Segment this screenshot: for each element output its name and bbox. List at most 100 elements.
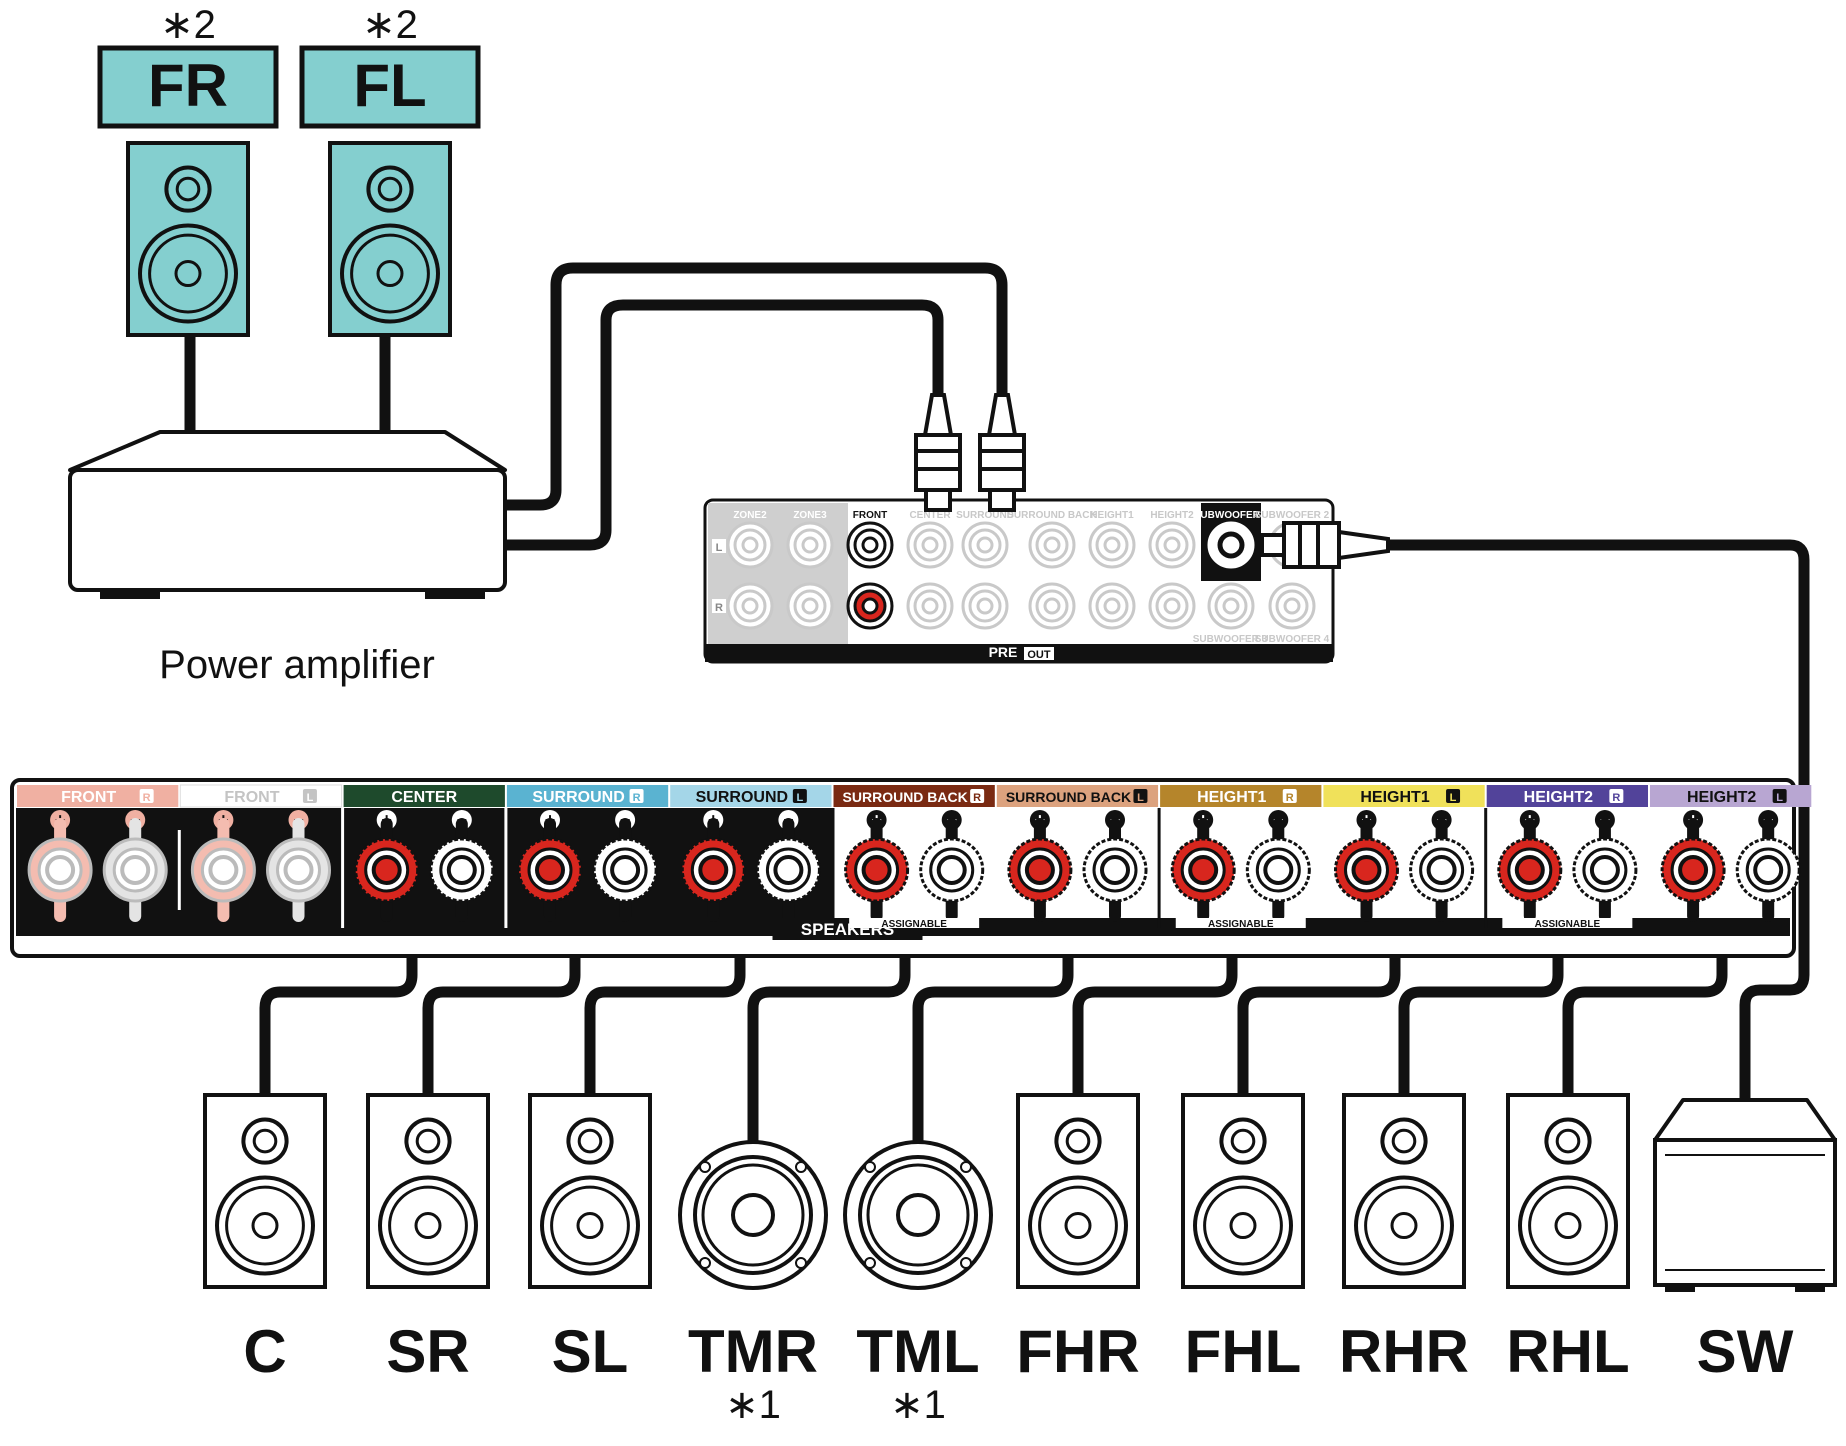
speaker-sl: SL: [528, 1093, 652, 1385]
terminal-negative: [429, 818, 495, 922]
woofer-ring: [1193, 1175, 1293, 1276]
speaker-label: TML: [856, 1318, 979, 1385]
cable-tml: [912, 899, 1074, 1146]
tweeter-ring: [164, 165, 212, 213]
woofer-cap: [414, 1212, 442, 1240]
ceiling-speaker-cap: [731, 1193, 775, 1237]
tweeter-ring: [566, 1117, 614, 1165]
speaker-tmr: TMR∗1: [678, 1140, 828, 1427]
terminal-post-bottom: [1687, 896, 1700, 922]
terminal-post-top: [945, 818, 958, 844]
preout-label: ZONE2: [733, 510, 767, 521]
ceiling-speaker-cap: [896, 1193, 940, 1237]
preout-jack-bottom: [1148, 582, 1196, 630]
terminal-core: [446, 855, 477, 885]
rca-plugs: [914, 393, 1390, 569]
speaker-fl: ∗2FL: [299, 3, 481, 337]
speaker-cabinet: [1181, 1093, 1305, 1289]
group-header-label: HEIGHT1: [1360, 789, 1429, 806]
preout-label: FRONT: [853, 510, 887, 521]
group-side-badge: [1772, 789, 1787, 803]
tweeter-ring: [1219, 1117, 1267, 1165]
plug-boot: [1337, 529, 1390, 561]
speaker-label: FR: [148, 52, 228, 119]
speaker-label-box: [97, 45, 279, 129]
speaker-label: C: [243, 1318, 286, 1385]
terminal-negative: [592, 818, 658, 922]
jack-core: [921, 536, 939, 554]
preout-jack-top: [1148, 521, 1196, 569]
woofer-ring: [378, 1175, 478, 1276]
terminal-core: [283, 855, 314, 885]
plug-body: [914, 433, 962, 492]
group-side-letter: L: [1450, 792, 1457, 804]
assignable-gap: [849, 918, 980, 928]
rca-plug-front-1: [914, 393, 962, 512]
group-side-badge: [302, 789, 317, 803]
preout-letter-l: L: [716, 542, 723, 554]
power-amplifier-label: Power amplifier: [159, 643, 435, 687]
woofer-cone: [350, 233, 430, 314]
speaker-c: C: [203, 1093, 327, 1385]
speaker-cabinet: [1506, 1093, 1630, 1289]
terminal-positive: [1497, 818, 1563, 922]
woofer-cap: [576, 1212, 604, 1240]
terminal-post-top: [455, 818, 468, 844]
preout-jack-top: [906, 521, 954, 569]
group-side-letter: R: [1612, 792, 1620, 804]
speaker-cabinet-group: [203, 1093, 327, 1289]
woofer-ring: [1354, 1175, 1454, 1276]
group-side-letter: R: [1286, 792, 1294, 804]
terminal-core: [773, 855, 804, 885]
speaker-fhr: FHR: [1016, 1093, 1140, 1385]
speaker-cabinet-group: [1506, 1093, 1630, 1289]
speaker-sr: SR: [366, 1093, 490, 1385]
assignable-gap: [1502, 918, 1633, 928]
terminal-core: [610, 855, 641, 885]
speaker-sw: SW: [1653, 1098, 1837, 1385]
terminal-post-top: [1197, 818, 1210, 844]
preout-jack-bottom: [1207, 582, 1255, 630]
group-header-label: SURROUND BACK: [1006, 789, 1131, 805]
jack-core: [1043, 536, 1061, 554]
jack-core: [1222, 536, 1240, 554]
jack-core: [1283, 597, 1301, 615]
terminal-core: [1263, 855, 1294, 885]
speaker-note: ∗2: [362, 3, 418, 47]
terminal-post-bottom: [619, 896, 632, 922]
speaker-cabinet-group: [328, 141, 452, 337]
group-header: [343, 785, 505, 807]
terminal-core: [120, 855, 151, 885]
group-side-letter: R: [633, 792, 641, 804]
terminal-post-bottom: [292, 896, 305, 922]
terminal-positive: [1660, 818, 1726, 922]
cable-subwoofer: [1379, 539, 1810, 1111]
speaker-tml: TML∗1: [843, 1140, 993, 1427]
group-side-badge: [792, 789, 807, 803]
speaker-rhl: RHL: [1506, 1093, 1630, 1385]
terminal-post-top: [1687, 818, 1700, 844]
terminal-positive: [190, 818, 256, 922]
ceiling-speaker-screw: [960, 1161, 972, 1173]
speaker-cabinet: [203, 1093, 327, 1289]
preout-jack-top: [1028, 521, 1076, 569]
assignable-label: ASSIGNABLE: [881, 919, 947, 930]
preout-jack-top: [961, 521, 1009, 569]
preout-jack-bottom: [961, 582, 1009, 630]
preout-jack-bottom: [1028, 582, 1076, 630]
speaker-rhr: RHR: [1339, 1093, 1469, 1385]
terminal-post-top: [1109, 818, 1122, 844]
woofer-cap: [251, 1212, 279, 1240]
assignable-label: ASSIGNABLE: [1208, 919, 1274, 930]
preout-title-out: OUT: [1027, 649, 1051, 661]
group-header-label: SURROUND BACK: [843, 789, 968, 805]
speaker-note: ∗2: [160, 3, 216, 47]
speaker-cabinet-group: [1181, 1093, 1305, 1289]
jack-core: [1163, 597, 1181, 615]
terminal-post-bottom: [1109, 896, 1122, 922]
speaker-label: SL: [552, 1318, 629, 1385]
